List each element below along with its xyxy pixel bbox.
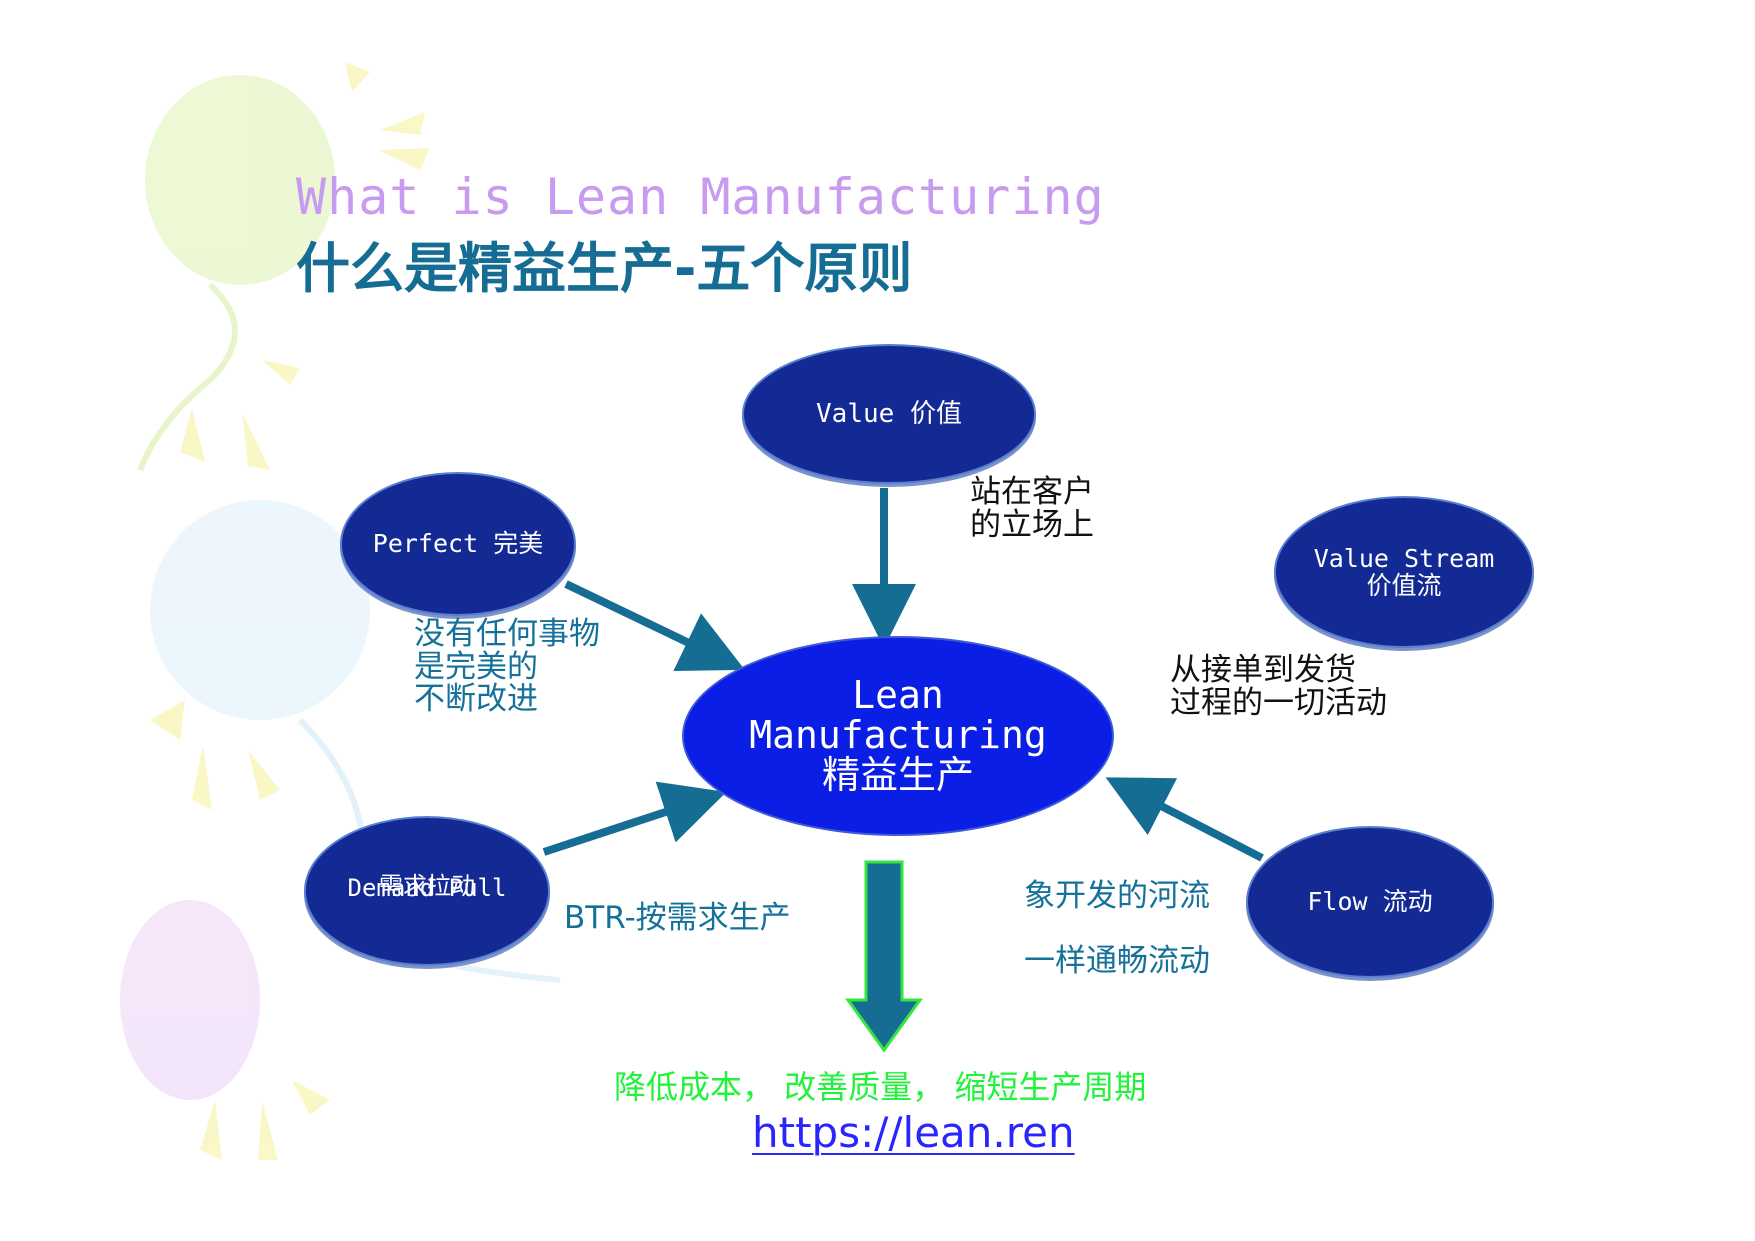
note-value-line-1: 站在客户 xyxy=(970,474,1094,510)
note-perfect-line-3: 不断改进 xyxy=(414,681,538,718)
note-value-stream-line-1: 从接单到发货 xyxy=(1170,652,1356,688)
note-value-stream: 从接单到发货 过程的一切活动 xyxy=(1170,654,1387,719)
sun-ray xyxy=(200,1100,222,1160)
sun-ray xyxy=(380,112,425,135)
note-demand-pull: BTR-按需求生产 xyxy=(564,900,791,936)
blue-balloon xyxy=(150,500,370,720)
node-demand-pull-label-en: Demand Pull xyxy=(347,874,507,902)
center-line-1: Lean xyxy=(852,673,944,718)
sun-ray xyxy=(248,750,280,800)
website-link[interactable]: https://lean.ren xyxy=(752,1108,1075,1157)
node-demand-pull-label-cn: 需求拉动 xyxy=(379,872,475,900)
arrow-demand-to-center xyxy=(542,781,727,856)
center-line-3: 精益生产 xyxy=(821,752,974,797)
sun-ray xyxy=(292,1080,330,1115)
node-value-stream: Value Stream 价值流 xyxy=(1274,496,1534,648)
sun-ray xyxy=(258,1100,278,1160)
sun-ray xyxy=(150,700,185,740)
arrow-flow-to-center xyxy=(1105,777,1264,862)
node-value-stream-label-1: Value Stream xyxy=(1313,543,1495,573)
title-english: What is Lean Manufacturing xyxy=(296,168,1105,226)
node-perfect-label: Perfect 完美 xyxy=(372,529,544,559)
note-perfect-line-1: 没有任何事物 xyxy=(414,616,600,652)
note-value-stream-line-2: 过程的一切活动 xyxy=(1170,684,1387,721)
center-line-2: Manufacturing xyxy=(749,713,1047,758)
balloon-string xyxy=(137,282,238,472)
benefits-text: 降低成本， 改善质量， 缩短生产周期 xyxy=(614,1068,1147,1106)
node-flow-label: Flow 流动 xyxy=(1307,887,1433,917)
note-flow-line-2: 一样通畅流动 xyxy=(1024,943,1210,980)
note-perfect-line-2: 是完美的 xyxy=(414,648,538,685)
note-flow-line-1: 象开发的河流 xyxy=(1024,878,1210,914)
node-flow: Flow 流动 xyxy=(1246,826,1494,978)
note-value-line-2: 的立场上 xyxy=(970,506,1094,543)
arrow-perfect-to-center xyxy=(564,580,745,672)
green-balloon xyxy=(145,75,335,285)
big-down-arrow xyxy=(845,860,923,1053)
node-value-label: Value 价值 xyxy=(816,398,962,429)
note-value: 站在客户 的立场上 xyxy=(970,476,1094,541)
sun-ray xyxy=(262,360,300,385)
sun-ray xyxy=(180,408,205,462)
note-flow: 象开发的河流 一样通畅流动 xyxy=(1024,864,1210,994)
sun-ray xyxy=(378,148,430,170)
sun-ray xyxy=(345,62,370,92)
center-lean-manufacturing: Lean Manufacturing 精益生产 xyxy=(682,636,1114,836)
sun-ray xyxy=(192,745,212,810)
sun-ray xyxy=(242,412,270,470)
node-value-stream-label-2: 价值流 xyxy=(1366,571,1442,600)
title-chinese: 什么是精益生产-五个原则 xyxy=(296,237,913,300)
purple-balloon xyxy=(120,900,260,1100)
node-value: Value 价值 xyxy=(742,344,1036,484)
node-demand-pull: Demand Pull 需求拉动 xyxy=(304,816,550,966)
node-perfect: Perfect 完美 xyxy=(340,472,576,616)
note-perfect: 没有任何事物 是完美的 不断改进 xyxy=(414,618,600,716)
